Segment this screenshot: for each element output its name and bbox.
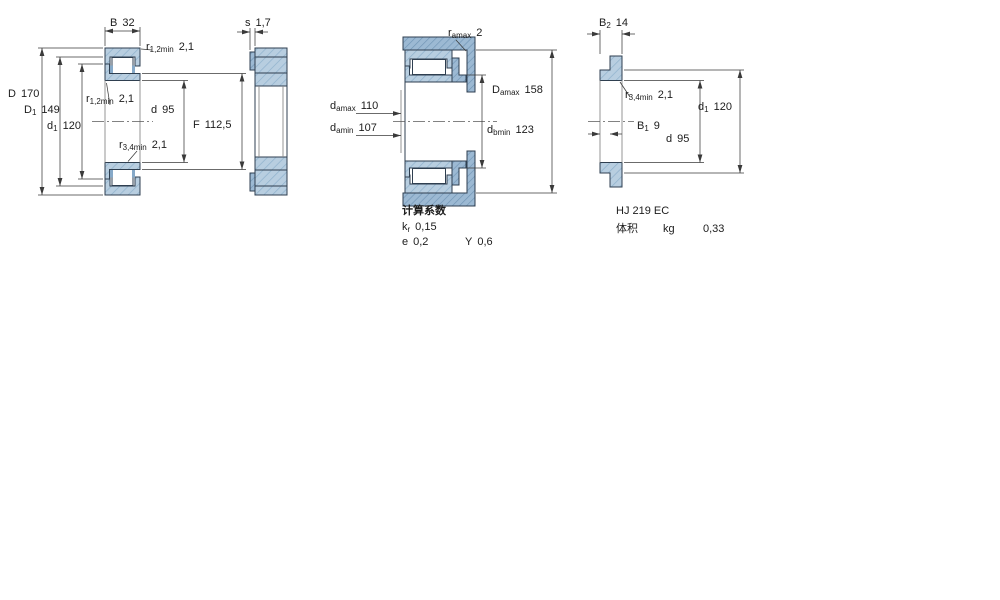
leader-r12-mid [106,82,111,106]
cage-bottom-left [110,169,113,178]
angle-ring-top [451,57,467,83]
mnt-roller-top [412,59,446,75]
dim-lines-F [142,73,246,170]
mass-value: 0,33 [703,223,725,235]
profile-lip-bottom [249,172,256,192]
mounting-diagram [356,36,557,207]
profile-top-section [254,47,288,87]
profile-bottom-section [254,156,288,196]
side-profile-diagram [237,28,288,196]
leader-r34 [127,150,138,162]
dim-lines-s [237,28,268,50]
dim-lines-d [142,80,188,163]
roller-bottom [111,169,134,186]
dim-lines-Damax [476,49,557,194]
dim-lines-B [104,27,141,46]
dim-lines-d1-ring [624,69,744,174]
dim-lines-D [38,47,103,196]
dim-lines-D1 [56,56,103,187]
housing-bottom [402,150,476,207]
roller-top [111,57,134,74]
mass-label: 体积 [616,223,638,235]
bearing-cross-section-diagram [38,27,246,196]
hj-section-top [599,55,623,81]
angle-ring-bottom [451,160,467,186]
dim-lines-d-ring [624,80,704,163]
angle-ring-diagram [587,30,744,188]
leader-r34-ring [619,81,631,98]
housing-top [402,36,476,93]
cage-top-left [110,65,113,74]
cage-top-right [132,65,135,74]
dim-lines-B2 [587,30,635,54]
dim-lines-dbmin [467,74,486,169]
profile-lip-top [249,51,256,71]
ring-designation: HJ 219 EC [616,205,670,217]
mnt-roller-bottom [412,168,446,184]
leader-r12-top [140,48,153,51]
cage-bottom-right [132,169,135,178]
mass-unit: kg [663,223,675,235]
hj-section-bottom [599,162,623,188]
calculation-factors-heading: 计算系数 [402,205,446,217]
dim-lines-d1 [78,63,103,180]
leader-ramax [455,39,467,52]
